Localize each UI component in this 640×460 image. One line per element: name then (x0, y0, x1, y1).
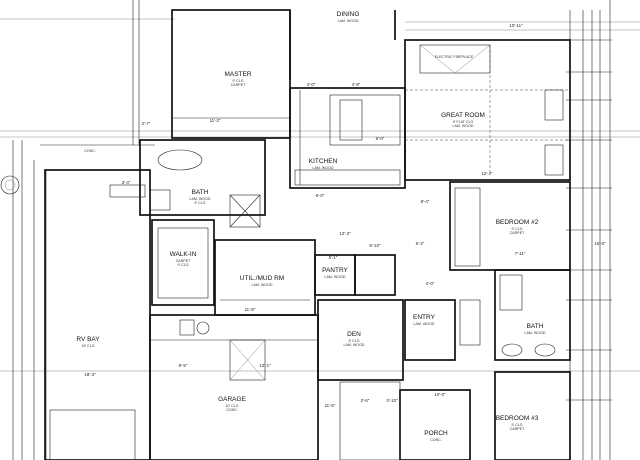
dimension-label: 12'-4" (481, 171, 493, 176)
svg-text:CARPET: CARPET (176, 259, 191, 263)
svg-text:DINING: DINING (337, 11, 360, 18)
svg-text:10' CLG: 10' CLG (225, 404, 238, 408)
svg-text:ENTRY: ENTRY (413, 314, 436, 321)
svg-text:LAM. WOOD: LAM. WOOD (338, 19, 359, 23)
dimension-label: 11'-8" (245, 307, 256, 312)
room-label-bath-master: BATH LAM. WOOD 9' CLG (190, 189, 211, 205)
svg-text:BEDROOM #3: BEDROOM #3 (496, 415, 539, 422)
svg-text:BEDROOM #2: BEDROOM #2 (496, 219, 539, 226)
dimension-label: 11'-6" (325, 403, 336, 408)
room-label-bedroom3: BEDROOM #3 9' CLG CARPET (496, 415, 539, 431)
fireplace-note: ELECTRIC FIREPLACE (435, 55, 474, 59)
svg-text:LAM. WOOD: LAM. WOOD (453, 124, 474, 128)
svg-text:9' FLAT CLG: 9' FLAT CLG (453, 120, 474, 124)
svg-text:CONC.: CONC. (226, 408, 238, 412)
room-label-kitchen: KITCHEN LAM. WOOD (309, 158, 338, 170)
svg-text:LAM. WOOD: LAM. WOOD (414, 322, 435, 326)
svg-text:WALK-IN: WALK-IN (170, 251, 197, 258)
room-label-dining: DINING LAM. WOOD (337, 11, 360, 23)
dimension-label: 3'-10" (386, 398, 398, 403)
svg-text:BATH: BATH (192, 189, 209, 196)
svg-text:CARPET: CARPET (231, 83, 246, 87)
svg-text:CONC.: CONC. (430, 438, 442, 442)
svg-text:LAM. WOOD: LAM. WOOD (190, 197, 211, 201)
dimension-label: 5'-1" (329, 255, 338, 260)
dimension-label: 18'-3" (84, 372, 96, 377)
dimension-label: 2'-7" (142, 121, 151, 126)
dimension-label: 5'-2" (416, 241, 425, 246)
dimension-label: 10'-0" (434, 392, 446, 397)
room-label-rv-bay: RV BAY 16' CLG (76, 336, 100, 348)
dimension-label: 11'-3" (210, 118, 221, 123)
svg-text:BATH: BATH (527, 323, 544, 330)
svg-text:RV BAY: RV BAY (76, 336, 100, 343)
svg-text:9' CLG: 9' CLG (348, 339, 359, 343)
room-label-walk-in: WALK-IN CARPET 9' CLG (170, 251, 197, 267)
room-label-entry: ENTRY LAM. WOOD (413, 314, 436, 326)
svg-text:9' CLG: 9' CLG (194, 201, 205, 205)
svg-text:GARAGE: GARAGE (218, 396, 246, 403)
svg-text:CONC.: CONC. (84, 149, 96, 153)
svg-text:9' CLG: 9' CLG (511, 423, 522, 427)
svg-text:PANTRY: PANTRY (322, 267, 348, 274)
room-label-garage: GARAGE 10' CLG CONC. (218, 396, 246, 412)
dimension-label: 15'-0" (594, 241, 606, 246)
room-label-pantry: PANTRY LAM. WOOD (322, 267, 348, 279)
room-label-util-mud: UTIL./MUD RM LAM. WOOD (240, 275, 284, 287)
dimension-label: 2'-6" (361, 398, 370, 403)
svg-text:LAM. WOOD: LAM. WOOD (525, 331, 546, 335)
dimension-label: 10'-11" (509, 23, 523, 28)
svg-text:GREAT ROOM: GREAT ROOM (441, 112, 485, 119)
dimension-label: 8'-10" (369, 243, 381, 248)
dimension-label: 12'-1" (259, 363, 271, 368)
room-label-bedroom2: BEDROOM #2 9' CLG CARPET (496, 219, 539, 235)
dimension-label: 4'-8" (352, 82, 361, 87)
svg-text:MASTER: MASTER (224, 71, 251, 78)
svg-text:DEN: DEN (347, 331, 361, 338)
svg-text:LAM. WOOD: LAM. WOOD (252, 283, 273, 287)
svg-text:9' CLG: 9' CLG (232, 79, 243, 83)
dimension-label: 12'-3" (339, 231, 351, 236)
svg-text:CARPET: CARPET (510, 231, 525, 235)
svg-text:9' CLG: 9' CLG (511, 227, 522, 231)
dimension-label: 4'-0" (307, 82, 316, 87)
svg-text:LAM. WOOD: LAM. WOOD (344, 343, 365, 347)
dimension-label: 8'-5" (179, 363, 188, 368)
svg-text:LAM. WOOD: LAM. WOOD (325, 275, 346, 279)
room-label-master: MASTER 9' CLG CARPET (224, 71, 251, 87)
svg-text:LAM. WOOD: LAM. WOOD (313, 166, 334, 170)
room-label-bath2: BATH LAM. WOOD (525, 323, 546, 335)
svg-text:16' CLG: 16' CLG (81, 344, 94, 348)
room-label-porch: PORCH CONC. (424, 430, 448, 442)
dimension-label: 8'-4" (421, 199, 430, 204)
dimension-label: 6'-0" (316, 193, 325, 198)
svg-text:9' CLG: 9' CLG (177, 263, 188, 267)
dimension-label: 7'-11" (515, 251, 526, 256)
conc-note: CONC. (84, 149, 96, 153)
svg-text:CARPET: CARPET (510, 427, 525, 431)
svg-text:KITCHEN: KITCHEN (309, 158, 338, 165)
dimension-label: 3'-4" (122, 180, 131, 185)
room-label-great-room: GREAT ROOM 9' FLAT CLG LAM. WOOD (441, 112, 485, 128)
dimension-label: 9'-0" (376, 136, 385, 141)
svg-text:ELECTRIC FIREPLACE: ELECTRIC FIREPLACE (435, 55, 474, 59)
room-label-den: DEN 9' CLG LAM. WOOD (344, 331, 365, 347)
svg-text:PORCH: PORCH (424, 430, 448, 437)
svg-text:UTIL./MUD RM: UTIL./MUD RM (240, 275, 284, 282)
dimension-label: 4'-0" (426, 281, 435, 286)
